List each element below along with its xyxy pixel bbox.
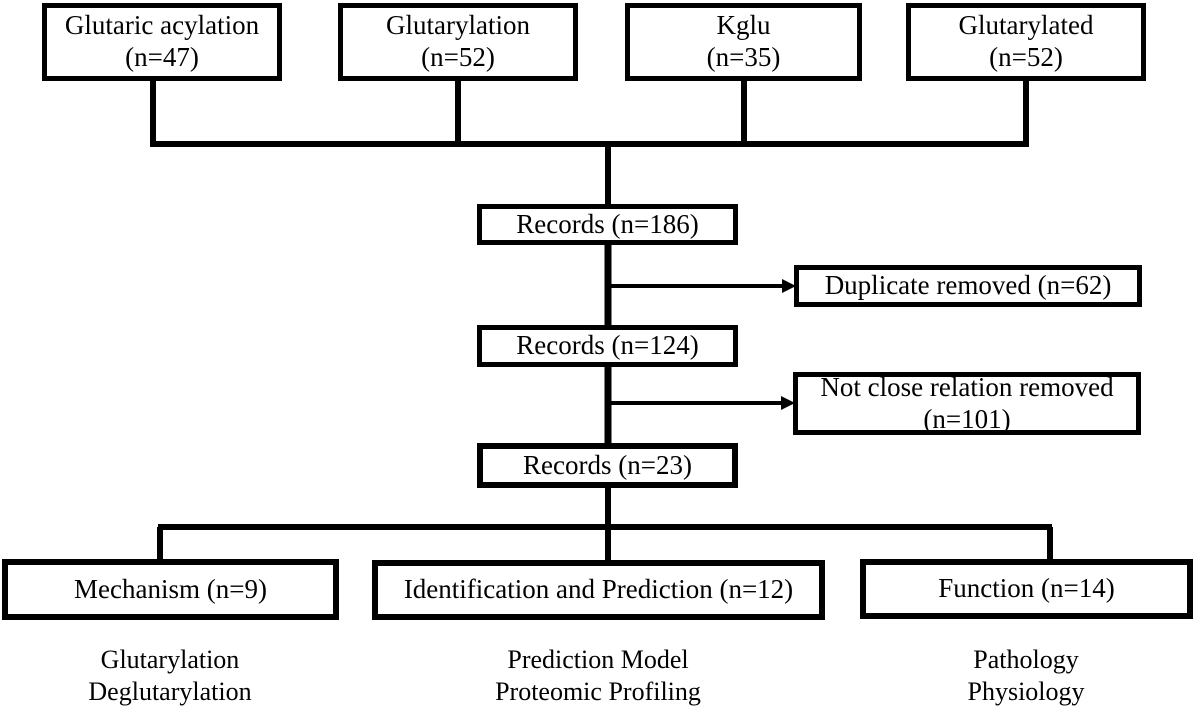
source-label: Glutarylated	[958, 10, 1094, 41]
source-box-glutarylation[interactable]: Glutarylation (n=52)	[338, 3, 578, 81]
caption-line-2: Physiology	[967, 676, 1085, 706]
source-label: Glutaric acylation	[64, 10, 260, 41]
source-box-kglu[interactable]: Kglu (n=35)	[625, 3, 862, 81]
records-box-23[interactable]: Records (n=23)	[477, 443, 738, 488]
source-count: (n=35)	[706, 42, 781, 72]
source-count: (n=47)	[125, 42, 199, 72]
outcome-box-mechanism[interactable]: Mechanism (n=9)	[2, 559, 339, 620]
exclusion-line-1: Not close relation removed	[820, 371, 1114, 402]
caption-line-1: Prediction Model	[507, 645, 689, 674]
caption-line-2: Deglutarylation	[88, 676, 252, 706]
records-label: Records (n=23)	[523, 449, 692, 480]
outcome-box-identification-and-prediction[interactable]: Identification and Prediction (n=12)	[372, 560, 825, 620]
source-box-glutaric-acylation[interactable]: Glutaric acylation (n=47)	[42, 3, 282, 81]
exclusion-box-not-close-relation-removed[interactable]: Not close relation removed (n=101)	[793, 372, 1141, 435]
exclusion-line-2: (n=101)	[923, 403, 1011, 434]
caption-identification-and-prediction: Prediction Model Proteomic Profiling	[448, 644, 748, 707]
records-box-124[interactable]: Records (n=124)	[477, 325, 738, 367]
source-box-glutarylated[interactable]: Glutarylated (n=52)	[906, 3, 1146, 81]
source-count: (n=52)	[421, 42, 495, 72]
records-label: Records (n=186)	[516, 208, 699, 239]
outcome-box-function[interactable]: Function (n=14)	[860, 559, 1193, 619]
source-label: Kglu	[716, 10, 771, 41]
source-count: (n=52)	[989, 42, 1063, 72]
exclusion-box-duplicate-removed[interactable]: Duplicate removed (n=62)	[794, 265, 1142, 307]
caption-mechanism: Glutarylation Deglutarylation	[20, 644, 320, 707]
records-box-186[interactable]: Records (n=186)	[477, 204, 738, 245]
outcome-label: Identification and Prediction (n=12)	[403, 574, 794, 605]
caption-line-1: Pathology	[973, 645, 1079, 674]
caption-line-2: Proteomic Profiling	[495, 676, 701, 706]
outcome-label: Mechanism (n=9)	[74, 573, 267, 604]
caption-function: Pathology Physiology	[876, 644, 1176, 707]
caption-line-1: Glutarylation	[100, 645, 240, 674]
source-label: Glutarylation	[386, 10, 530, 41]
outcome-label: Function (n=14)	[938, 573, 1115, 604]
exclusion-line-1: Duplicate removed (n=62)	[824, 270, 1112, 301]
records-label: Records (n=124)	[516, 330, 699, 361]
